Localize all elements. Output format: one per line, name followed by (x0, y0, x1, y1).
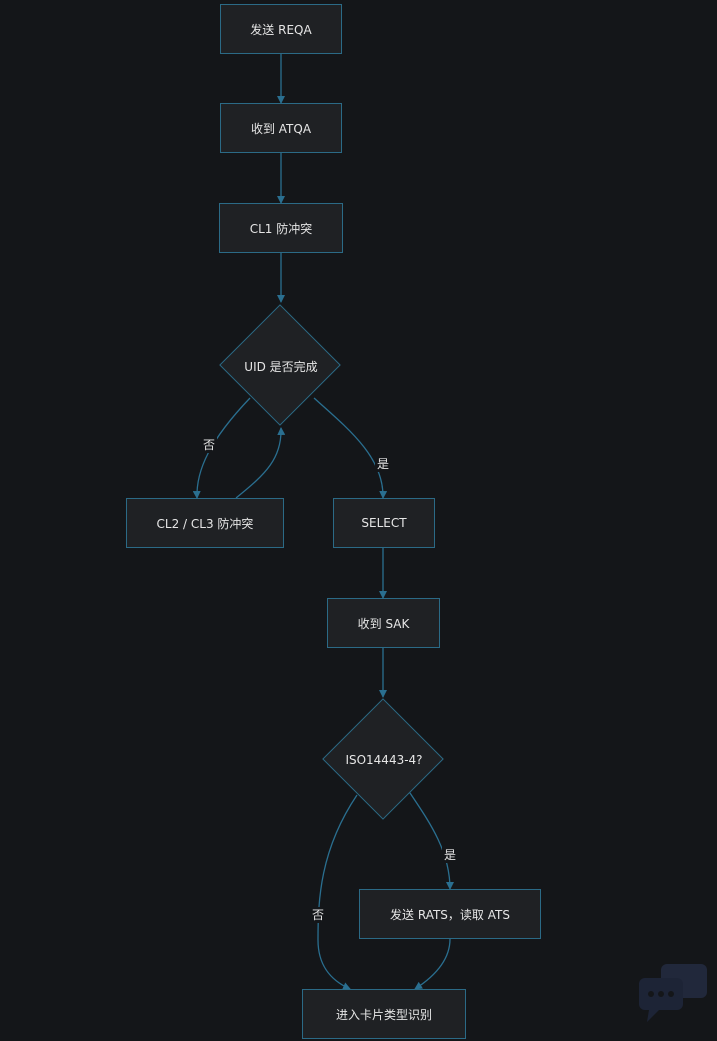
node-send-rats: 发送 RATS，读取 ATS (359, 889, 541, 939)
edge-iso-yes-to-rats (407, 789, 454, 890)
edge-uid-yes-to-select (313, 397, 388, 499)
edge-label-uid-yes: 是 (375, 456, 392, 472)
decision-uid-complete: UID 是否完成 (219, 304, 343, 428)
decision-iso14443-4-label: ISO14443-4? (345, 753, 423, 767)
node-send-reqa: 发送 REQA (220, 4, 342, 54)
edge-rats-to-identify (414, 938, 451, 990)
node-select-label: SELECT (361, 516, 407, 530)
edge-label-iso-yes: 是 (442, 847, 459, 863)
node-recv-atqa-label: 收到 ATQA (250, 121, 312, 136)
node-cl1-anticollision-label: CL1 防冲突 (249, 221, 313, 236)
chat-bubble-watermark-icon (639, 964, 707, 1022)
edge-label-uid-no: 否 (201, 437, 218, 453)
node-select: SELECT (333, 498, 435, 548)
node-send-rats-label: 发送 RATS，读取 ATS (390, 907, 510, 922)
edge-iso-no-to-identify (317, 794, 358, 990)
node-recv-sak: 收到 SAK (327, 598, 440, 648)
node-cl23-anticollision-label: CL2 / CL3 防冲突 (156, 516, 254, 531)
edge-uid-no-to-cl23 (192, 397, 251, 499)
node-card-type-identify-label: 进入卡片类型识别 (335, 1007, 432, 1022)
decision-iso14443-4: ISO14443-4? (322, 698, 446, 822)
node-send-reqa-label: 发送 REQA (250, 22, 312, 37)
node-recv-atqa: 收到 ATQA (220, 103, 342, 153)
node-cl1-anticollision: CL1 防冲突 (219, 203, 343, 253)
decision-uid-complete-label: UID 是否完成 (244, 359, 318, 374)
node-cl23-anticollision: CL2 / CL3 防冲突 (126, 498, 284, 548)
edge-cl23-loop-to-uid (235, 427, 286, 499)
node-recv-sak-label: 收到 SAK (357, 616, 410, 631)
edge-label-iso-no: 否 (310, 907, 327, 923)
node-card-type-identify: 进入卡片类型识别 (302, 989, 466, 1039)
